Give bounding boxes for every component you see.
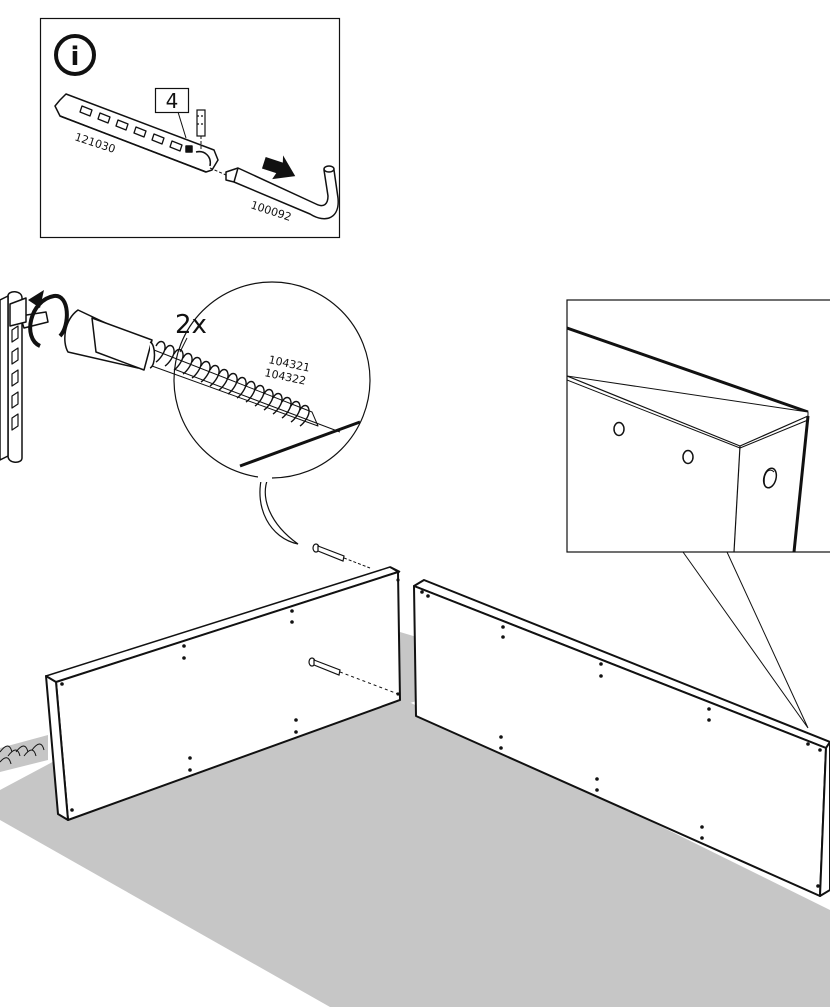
allen-key-guide [209, 167, 227, 176]
right-panel-holes [420, 590, 822, 888]
carpet-fringe [0, 743, 45, 765]
rotate-arrow-icon [28, 290, 69, 348]
fitting-bar-121030 [54, 93, 219, 173]
fitting-rotate-detail [0, 290, 69, 463]
screw-small-top [312, 543, 345, 562]
magnifier-outline [259, 475, 299, 545]
info-box: i 4 [39, 17, 341, 239]
guide-point-mid [396, 692, 400, 696]
dowel-pin [196, 109, 206, 137]
step-number-box [154, 87, 190, 114]
info-icon: i [54, 34, 96, 76]
screw-guide-middle [339, 671, 399, 695]
quantity-leader [179, 337, 188, 353]
corner-detail-frame [566, 299, 830, 553]
guide-point-top [396, 578, 400, 582]
info-icon-glyph: i [71, 42, 80, 72]
corner-detail [566, 299, 830, 729]
left-panel-holes [60, 609, 298, 812]
step-number: 4 [166, 89, 179, 113]
left-panel [45, 566, 401, 821]
screw-magnifier: 2x 104321 104322 [64, 281, 371, 545]
right-panel [413, 579, 830, 897]
floor-area [0, 700, 830, 1007]
screw-quantity: 2x [175, 310, 207, 340]
allen-key-100092 [225, 165, 339, 220]
floor-left-edge [0, 735, 48, 772]
step-number-leader [177, 111, 187, 139]
screw-guide-top [343, 557, 371, 569]
panel-surface-line [239, 420, 361, 468]
screw-small-middle [308, 657, 341, 676]
insert-arrow-icon [261, 155, 296, 180]
screw-104321 [64, 309, 319, 427]
